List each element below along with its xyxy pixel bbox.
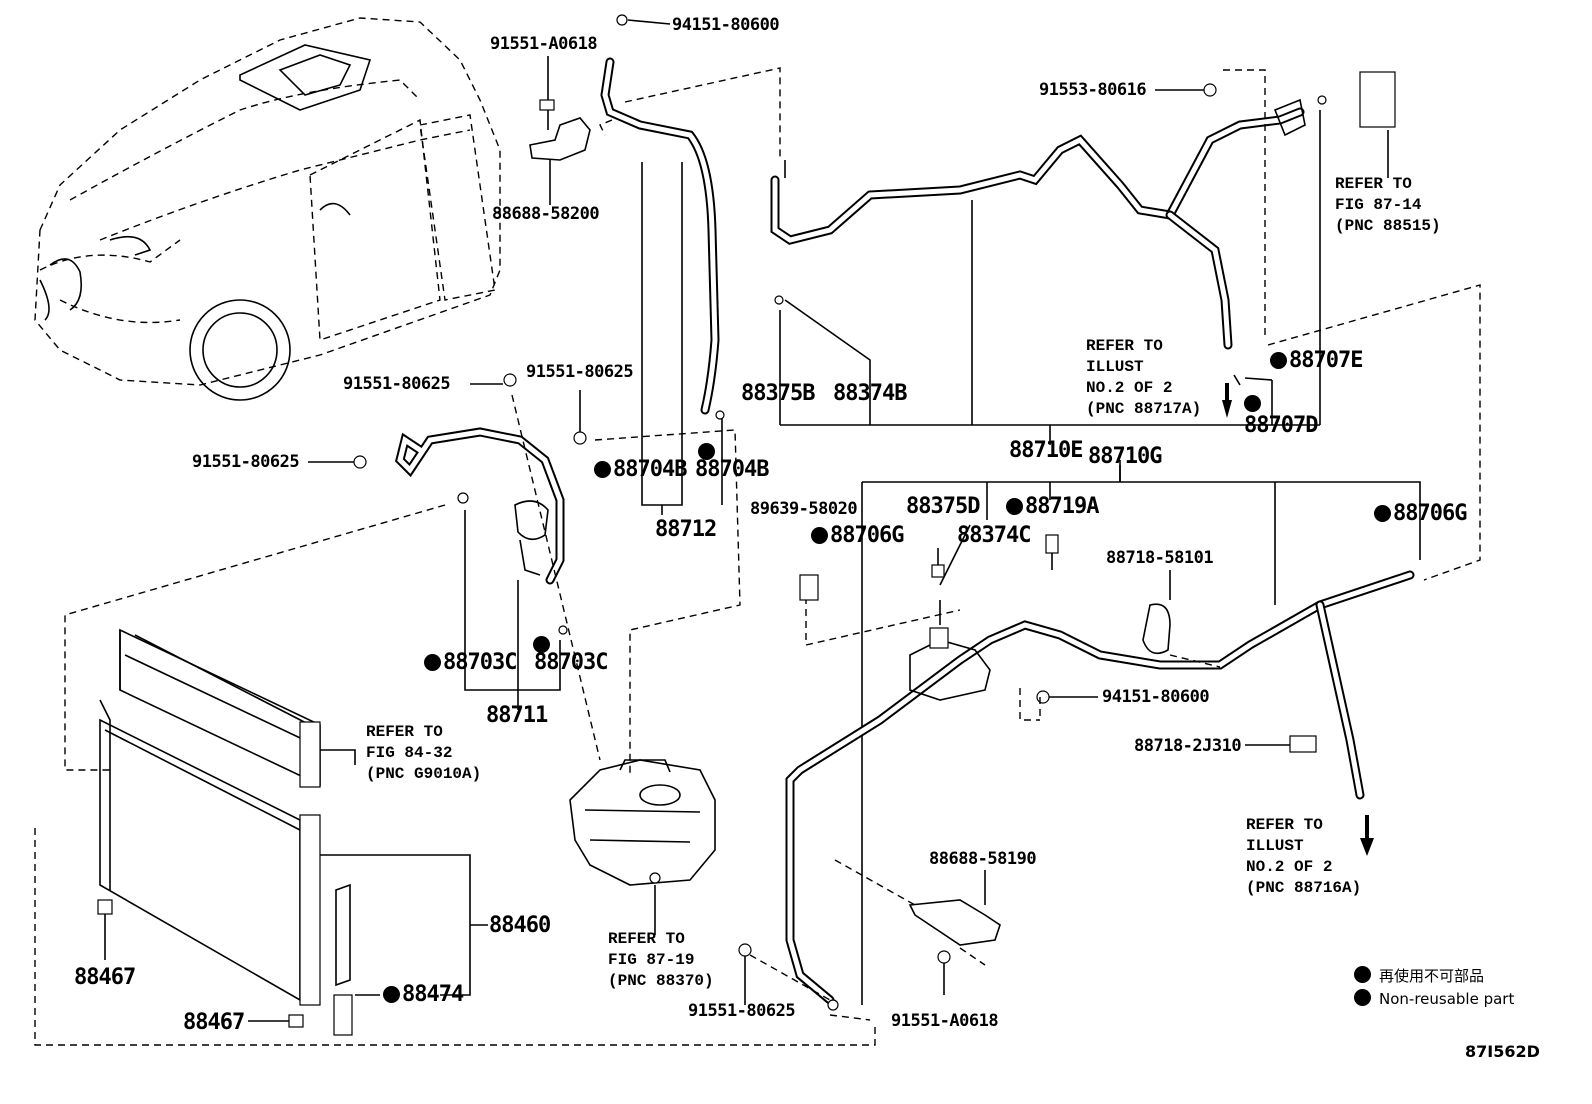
part-label-88688-58190[interactable]: 88688-58190 (929, 849, 1037, 869)
fasteners (308, 83, 1273, 469)
part-label-88718-58101[interactable]: 88718-58101 (1106, 548, 1214, 568)
part-label-88474[interactable]: 88474 (383, 984, 464, 1006)
part-label-94151-80600[interactable]: 94151-80600 (672, 15, 780, 35)
part-label-88707e[interactable]: 88707E (1270, 350, 1363, 372)
part-label-94151-80600-mid[interactable]: 94151-80600 (1102, 687, 1210, 707)
part-label-91553-80616[interactable]: 91553-80616 (1039, 80, 1147, 100)
part-label-91551-a0618[interactable]: 91551-A0618 (490, 34, 598, 54)
part-label-88374c[interactable]: 88374C (957, 523, 1031, 548)
part-label-88719a[interactable]: 88719A (1006, 496, 1099, 518)
condenser-assembly (34, 628, 876, 1046)
legend-item-non-reusable-en: Non-reusable part (1354, 989, 1514, 1008)
legend-item-non-reusable-ja: 再使用不可部品 (1354, 965, 1484, 986)
diagram-code: 87I562D (1465, 1042, 1540, 1061)
part-label-88703c-a[interactable]: 88703C (424, 652, 517, 674)
part-label-88375b[interactable]: 88375B (741, 381, 815, 406)
non-reusable-marker (698, 443, 715, 460)
reference-fig-84-32[interactable]: REFER TO FIG 84-32 (PNC G9010A) (366, 723, 482, 783)
compressor (569, 759, 716, 935)
part-label-88704b-b[interactable]: 88704B (695, 457, 769, 482)
reference-fig-87-19[interactable]: REFER TO FIG 87-19 (PNC 88370) (608, 930, 714, 990)
part-label-88704b-a[interactable]: 88704B (594, 459, 687, 481)
reference-fig-87-14[interactable]: REFER TO FIG 87-14 (PNC 88515) (1335, 175, 1441, 235)
non-reusable-marker (1354, 966, 1371, 983)
part-label-88712[interactable]: 88712 (655, 517, 717, 542)
part-label-88711[interactable]: 88711 (486, 703, 548, 728)
non-reusable-marker (1354, 989, 1371, 1006)
part-label-88688-58200[interactable]: 88688-58200 (492, 204, 600, 224)
non-reusable-marker (533, 636, 550, 653)
part-label-91551-80625-b[interactable]: 91551-80625 (526, 362, 634, 382)
discharge-hose-88712 (594, 14, 781, 775)
suction-pipe-88710E (770, 69, 1481, 581)
non-reusable-marker (1374, 505, 1391, 522)
part-label-88460[interactable]: 88460 (489, 913, 551, 938)
part-label-88467-a[interactable]: 88467 (74, 965, 136, 990)
liquid-pipe-88710G (738, 460, 1421, 1021)
part-label-88710g[interactable]: 88710G (1088, 444, 1162, 469)
non-reusable-marker (424, 654, 441, 671)
non-reusable-marker (1006, 498, 1023, 515)
part-label-88703c-b[interactable]: 88703C (534, 650, 608, 675)
vehicle-illustration (34, 17, 501, 401)
non-reusable-marker (1270, 352, 1287, 369)
non-reusable-marker (1244, 395, 1261, 412)
reference-illust-88716a[interactable]: REFER TO ILLUST NO.2 OF 2 (PNC 88716A) (1246, 816, 1362, 897)
non-reusable-marker (594, 461, 611, 478)
part-label-91551-80625-a[interactable]: 91551-80625 (343, 374, 451, 394)
non-reusable-marker (811, 527, 828, 544)
part-label-91551-80625-d[interactable]: 91551-80625 (688, 1001, 796, 1021)
part-label-88375d[interactable]: 88375D (906, 494, 980, 519)
part-label-88374b[interactable]: 88374B (833, 381, 907, 406)
part-label-91551-80625-c[interactable]: 91551-80625 (192, 452, 300, 472)
part-label-88706g-a[interactable]: 88706G (811, 525, 904, 547)
part-label-88707d[interactable]: 88707D (1244, 393, 1318, 437)
non-reusable-marker (383, 986, 400, 1003)
bracket-88688-58200 (529, 56, 591, 205)
part-label-91551-a0618-bottom[interactable]: 91551-A0618 (891, 1011, 999, 1031)
reference-illust-88717a[interactable]: REFER TO ILLUST NO.2 OF 2 (PNC 88717A) (1086, 337, 1202, 418)
part-label-88710e[interactable]: 88710E (1009, 438, 1083, 463)
part-label-89639-58020[interactable]: 89639-58020 (750, 499, 858, 519)
suction-hose-88711 (64, 394, 601, 771)
part-label-88718-2j310[interactable]: 88718-2J310 (1134, 736, 1242, 756)
part-label-88467-b[interactable]: 88467 (183, 1010, 245, 1035)
part-label-88706g-b[interactable]: 88706G (1374, 503, 1467, 525)
